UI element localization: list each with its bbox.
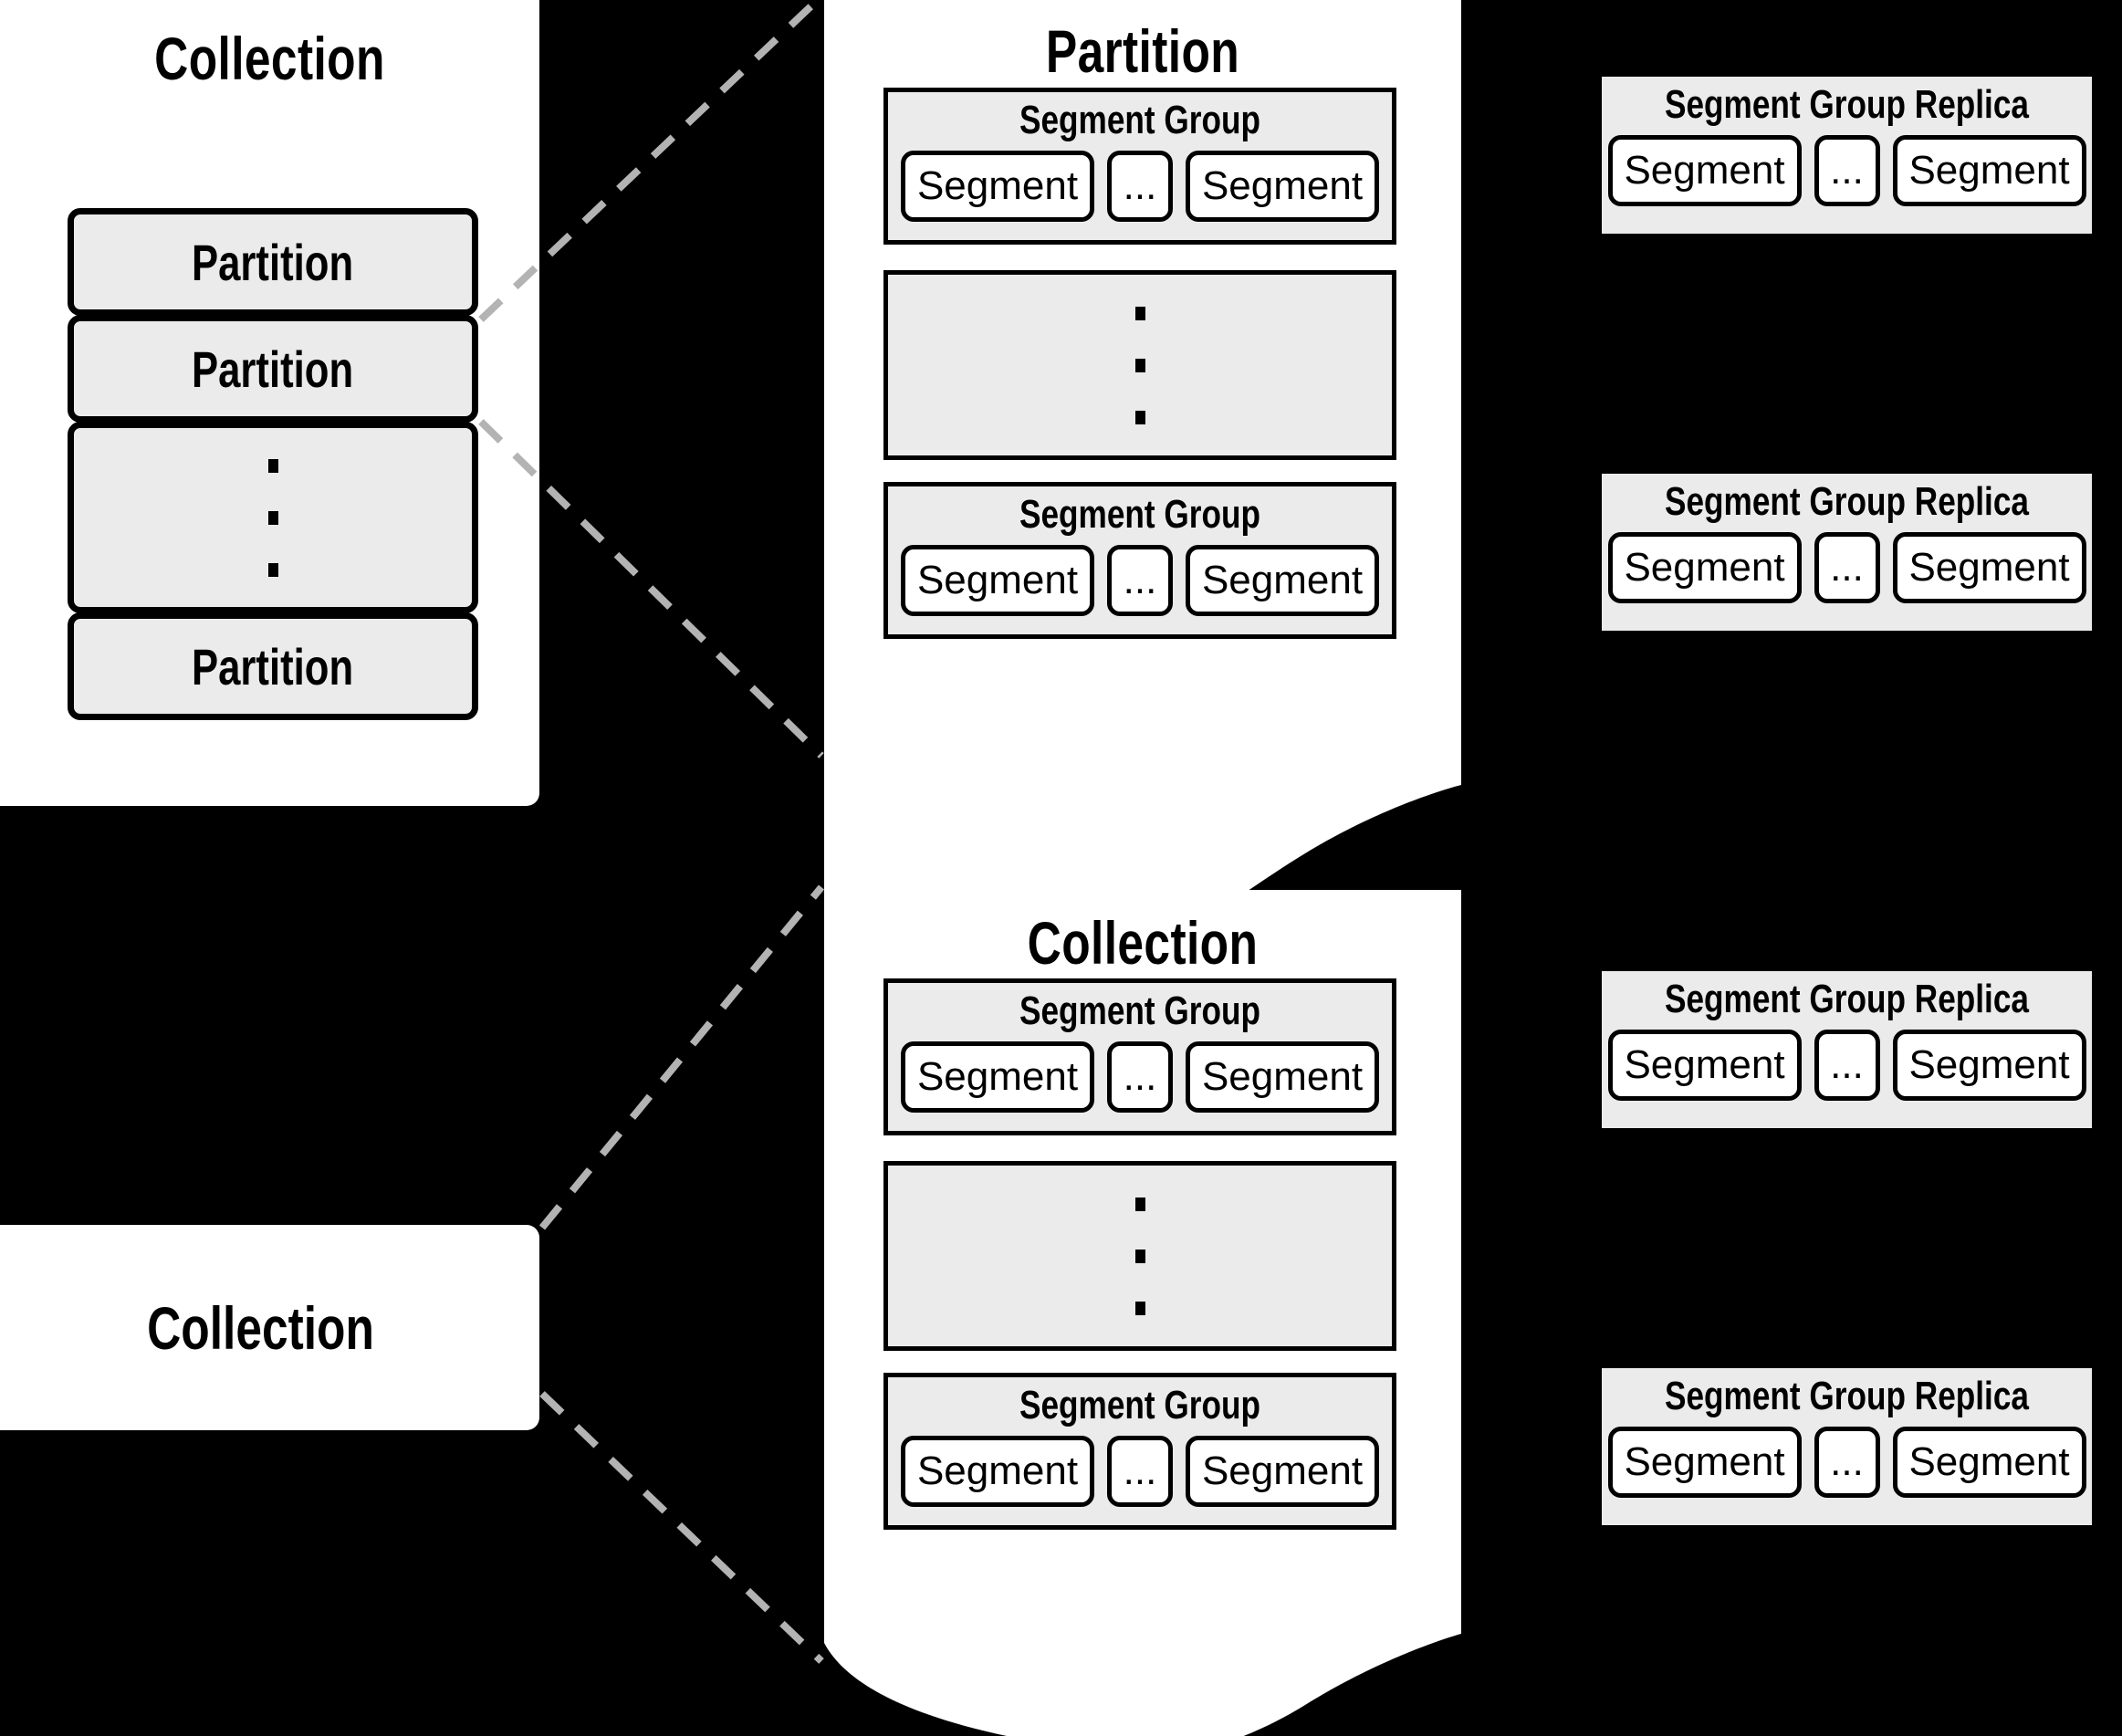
bottom-collection-box[interactable]: Collection	[0, 1225, 539, 1430]
segment-box[interactable]: Segment	[901, 1436, 1094, 1508]
segment-box[interactable]: Segment	[1607, 1030, 1802, 1102]
segment-box[interactable]: Segment	[1186, 151, 1379, 223]
segment-box[interactable]: Segment	[901, 151, 1094, 223]
top-partition-panel-title: Partition	[1045, 17, 1240, 85]
connector-bottom-upper	[538, 884, 825, 1230]
bottom-sg-2[interactable]: Segment Group Segment ... Segment	[883, 1373, 1396, 1530]
bottom-sg-ellipsis	[883, 1161, 1396, 1351]
segment-ellipsis-box: ...	[1814, 532, 1880, 604]
segment-box[interactable]: Segment	[1892, 532, 2086, 604]
top-sg-ellipsis	[883, 270, 1396, 460]
segment-ellipsis-box: ...	[1814, 1427, 1880, 1499]
top-partition-row-ellipsis	[68, 422, 478, 613]
top-partition-row-2[interactable]: Partition	[68, 315, 478, 423]
segment-box[interactable]: Segment	[1186, 545, 1379, 617]
connector-bottom-lower	[539, 1391, 824, 1664]
top-partition-row-1[interactable]: Partition	[68, 208, 478, 316]
bottom-sg-1[interactable]: Segment Group Segment ... Segment	[883, 978, 1396, 1135]
segment-box[interactable]: Segment	[1892, 1427, 2086, 1499]
vertical-ellipsis-icon	[1134, 1197, 1145, 1315]
top-partition-row-2-label: Partition	[192, 340, 354, 398]
top-partition-row-4-label: Partition	[192, 637, 354, 695]
segment-ellipsis-box: ...	[1107, 151, 1173, 223]
bottom-replica-1[interactable]: Segment Group Replica Segment ... Segmen…	[1602, 971, 2092, 1128]
bottom-collection-box-label: Collection	[147, 1293, 374, 1362]
segment-box[interactable]: Segment	[1892, 1030, 2086, 1102]
bottom-replica-2-segments: Segment ... Segment	[1602, 1427, 2092, 1499]
segment-ellipsis-box: ...	[1107, 1041, 1173, 1114]
bottom-replica-1-title: Segment Group Replica	[1664, 977, 2029, 1021]
bottom-replica-2-title: Segment Group Replica	[1664, 1374, 2029, 1418]
vertical-ellipsis-icon	[1134, 306, 1145, 424]
top-sg-1[interactable]: Segment Group Segment ... Segment	[883, 88, 1396, 245]
top-replica-2-title: Segment Group Replica	[1664, 479, 2029, 524]
top-replica-1-segments: Segment ... Segment	[1602, 135, 2092, 207]
top-replica-1[interactable]: Segment Group Replica Segment ... Segmen…	[1602, 77, 2092, 234]
top-sg-2-title: Segment Group	[1019, 492, 1261, 537]
segment-ellipsis-box: ...	[1107, 545, 1173, 617]
top-replica-2[interactable]: Segment Group Replica Segment ... Segmen…	[1602, 474, 2092, 631]
bottom-replica-1-segments: Segment ... Segment	[1602, 1030, 2092, 1102]
top-sg-2-segments: Segment ... Segment	[888, 545, 1392, 617]
bottom-sg-2-title: Segment Group	[1019, 1383, 1261, 1427]
bottom-replica-2[interactable]: Segment Group Replica Segment ... Segmen…	[1602, 1368, 2092, 1525]
segment-box[interactable]: Segment	[1186, 1041, 1379, 1114]
top-partition-row-1-label: Partition	[192, 233, 354, 291]
top-replica-2-segments: Segment ... Segment	[1602, 532, 2092, 604]
segment-box[interactable]: Segment	[1607, 1427, 1802, 1499]
top-sg-1-title: Segment Group	[1019, 98, 1261, 142]
segment-box[interactable]: Segment	[1607, 532, 1802, 604]
top-partition-row-4[interactable]: Partition	[68, 612, 478, 720]
segment-box[interactable]: Segment	[1607, 135, 1802, 207]
bottom-sg-1-segments: Segment ... Segment	[888, 1041, 1392, 1114]
top-replica-1-title: Segment Group Replica	[1664, 82, 2029, 127]
segment-ellipsis-box: ...	[1814, 135, 1880, 207]
top-sg-2[interactable]: Segment Group Segment ... Segment	[883, 482, 1396, 639]
segment-ellipsis-box: ...	[1814, 1030, 1880, 1102]
segment-box[interactable]: Segment	[1186, 1436, 1379, 1508]
top-collection-panel-title: Collection	[154, 25, 385, 92]
bottom-sg-2-segments: Segment ... Segment	[888, 1436, 1392, 1508]
segment-box[interactable]: Segment	[1892, 135, 2086, 207]
segment-ellipsis-box: ...	[1107, 1436, 1173, 1508]
vertical-ellipsis-icon	[267, 458, 278, 577]
segment-box[interactable]: Segment	[901, 1041, 1094, 1114]
bottom-collection-panel-title: Collection	[1027, 909, 1259, 977]
segment-box[interactable]: Segment	[901, 545, 1094, 617]
top-sg-1-segments: Segment ... Segment	[888, 151, 1392, 223]
bottom-sg-1-title: Segment Group	[1019, 988, 1261, 1033]
